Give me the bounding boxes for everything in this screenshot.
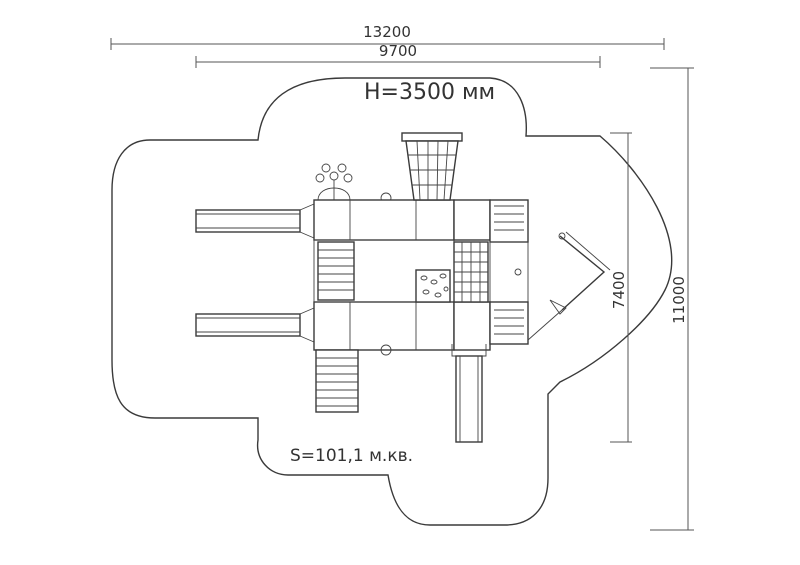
left-slide-top [195,203,315,239]
dimension-platform-depth: 7400 [610,132,632,443]
bottom-slide [451,344,487,443]
dimension-total-depth-label: 11000 [670,276,688,324]
bottom-stairs [315,344,392,413]
right-tower [489,199,529,345]
area-label: S=101,1 м.кв. [290,446,413,466]
climbing-wall [415,269,451,303]
dimension-platform-width-label: 9700 [379,42,417,60]
right-ramp [527,231,611,341]
dimension-platform-depth-label: 7400 [610,271,628,309]
safety-zone-outline [111,77,673,526]
dimension-total-width: 13200 [110,23,665,50]
dimension-total-width-label: 13200 [363,23,411,41]
top-climbing-net [401,132,463,201]
dimension-total-depth: 11000 [650,67,694,531]
steering-wheel-icon [315,163,392,204]
dimension-platform-width: 9700 [195,42,601,68]
height-label: H=3500 мм [364,80,495,105]
climbing-net [453,241,489,303]
left-slide-bottom [195,307,315,343]
main-structure [313,199,491,351]
inner-stairs [317,241,355,301]
